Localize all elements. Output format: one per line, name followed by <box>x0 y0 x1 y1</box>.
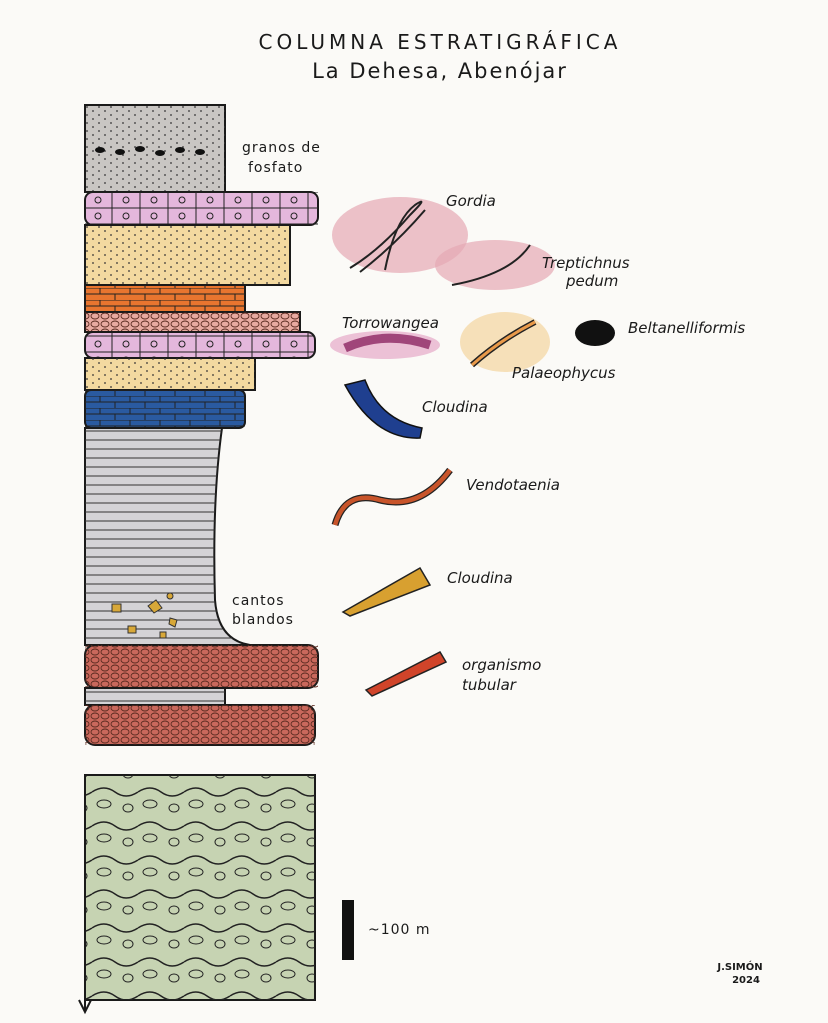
fossil-palaeophycus: Palaeophycus <box>460 312 616 382</box>
fossil-treptichnus: Treptichnus pedum <box>435 240 630 290</box>
annotation-soft-clasts-1: cantos <box>232 593 285 609</box>
svg-text:Cloudina: Cloudina <box>422 398 488 416</box>
svg-text:Torrowangea: Torrowangea <box>342 314 439 332</box>
fossil-cloudina-blue: Cloudina <box>343 379 488 439</box>
scale-bar: ~100 m <box>342 900 431 960</box>
svg-text:Cloudina: Cloudina <box>447 569 513 587</box>
phosphate-grains <box>95 146 205 156</box>
svg-text:2024: 2024 <box>732 975 760 986</box>
annotation-phosphate-2: fosfato <box>248 160 303 176</box>
layer-pink-limestone-2 <box>84 331 316 359</box>
down-arrow-icon <box>78 775 92 1015</box>
layer-grey-shale <box>84 427 251 646</box>
fossil-cloudina-yellow: Cloudina <box>341 566 513 617</box>
svg-text:Vendotaenia: Vendotaenia <box>466 476 560 494</box>
layer-yellow-sandstone <box>84 224 291 286</box>
svg-text:Gordia: Gordia <box>446 192 496 210</box>
annotation-phosphate-1: granos de <box>242 140 321 156</box>
fossil-beltanelliformis: Beltanelliformis <box>575 319 745 346</box>
svg-text:organismo: organismo <box>462 656 541 674</box>
svg-text:~100 m: ~100 m <box>368 922 431 938</box>
layer-pink-limestone <box>84 191 319 226</box>
annotation-soft-clasts-2: blandos <box>232 612 294 628</box>
layer-red-conglomerate <box>84 644 319 689</box>
layer-conglomerate-pink <box>84 311 301 333</box>
soft-clasts <box>111 592 178 639</box>
svg-text:Treptichnus: Treptichnus <box>542 254 630 272</box>
fossil-vendotaenia: Vendotaenia <box>331 467 560 527</box>
svg-text:Beltanelliformis: Beltanelliformis <box>628 319 745 337</box>
layer-grey-thin <box>84 687 226 706</box>
column-layers <box>78 104 319 1015</box>
svg-text:J.SIMÓN: J.SIMÓN <box>716 960 762 973</box>
fossil-gordia: Gordia <box>332 192 496 273</box>
svg-text:pedum: pedum <box>565 272 618 290</box>
layer-green-basement <box>84 774 316 1001</box>
svg-text:Palaeophycus: Palaeophycus <box>512 364 616 382</box>
fossil-torrowangea: Torrowangea <box>330 314 440 359</box>
diagram-subtitle: La Dehesa, Abenójar <box>312 59 568 83</box>
signature: J.SIMÓN 2024 <box>716 960 762 986</box>
layer-blue-limestone <box>84 389 246 429</box>
svg-text:tubular: tubular <box>462 676 517 694</box>
layer-grey-sandstone <box>84 104 226 193</box>
layer-orange-dolomite <box>84 284 246 313</box>
diagram-title: COLUMNA ESTRATIGRÁFICA <box>259 30 622 54</box>
layer-red-conglomerate-2 <box>84 704 316 746</box>
fossil-tubular-organism: organismo tubular <box>364 651 541 697</box>
layer-yellow-sandstone-2 <box>84 357 256 391</box>
